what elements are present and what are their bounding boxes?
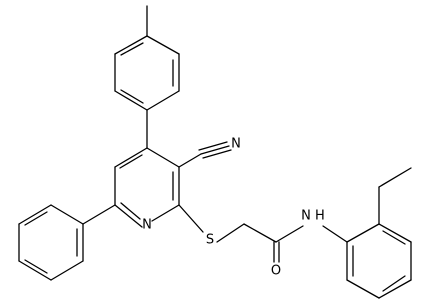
amide-nh-label: N H [301, 209, 325, 224]
bond-lines [18, 5, 412, 299]
atom-labels: N N S O N H [142, 137, 325, 279]
pyridine-nitrogen-label: N [142, 218, 152, 233]
nitrile-nitrogen-label: N [231, 137, 241, 152]
carbonyl-oxygen-label: O [271, 264, 281, 279]
sulfur-label: S [206, 233, 214, 248]
